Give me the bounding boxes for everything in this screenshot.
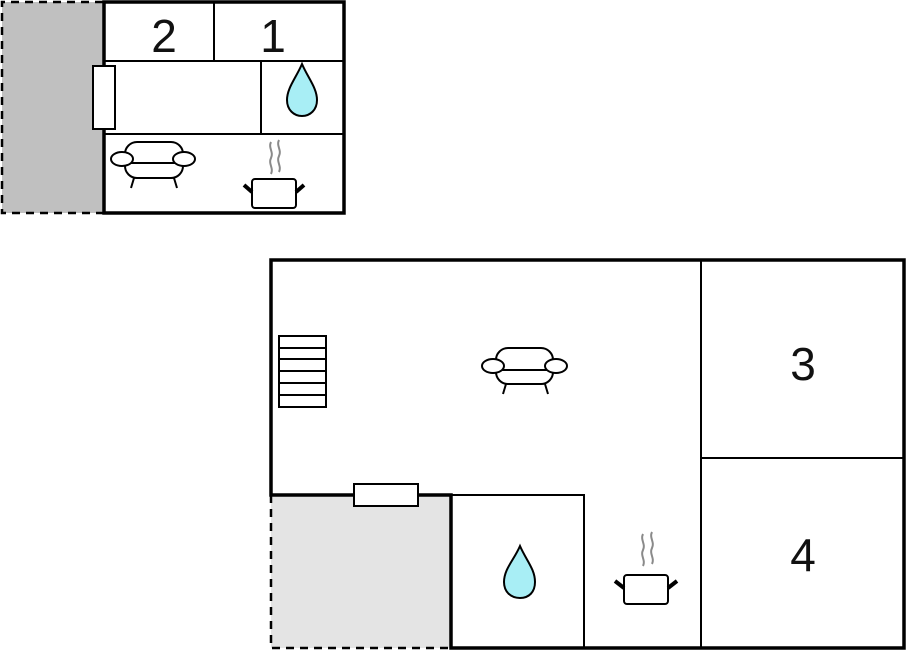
lower-terrace-dashed-border	[269, 495, 451, 650]
armchair-icon	[481, 347, 568, 395]
room-label-3: 3	[790, 338, 816, 390]
upper-floor-plan: 2 1	[0, 0, 346, 215]
room-label-4: 4	[790, 529, 816, 581]
upper-terrace	[2, 2, 103, 213]
upper-door	[92, 65, 116, 130]
armchair-icon	[110, 141, 196, 189]
cooking-pot-icon	[242, 139, 306, 209]
lower-outer-wall	[269, 258, 906, 650]
room-label-1: 1	[260, 10, 286, 62]
room-label-2: 2	[151, 10, 177, 62]
cooking-pot-icon	[613, 531, 679, 605]
water-drop-icon	[285, 61, 319, 118]
lower-floor-plan: 3 4	[269, 258, 906, 650]
lower-terrace	[271, 495, 451, 648]
water-drop-icon	[502, 543, 537, 600]
stairs-icon	[278, 335, 327, 408]
lower-door	[353, 483, 419, 507]
